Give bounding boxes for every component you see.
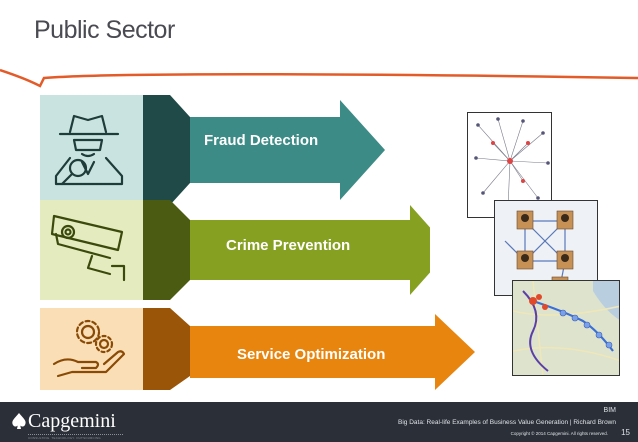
route-map-thumbnail [512, 280, 620, 376]
brand-tagline: CONSULTING. TECHNOLOGY. OUTSOURCING [28, 436, 101, 440]
fraud-detection-row [40, 95, 385, 205]
slide-footer: Capgemini CONSULTING. TECHNOLOGY. OUTSOU… [0, 402, 638, 442]
capgemini-spade-logo-icon [12, 413, 26, 429]
security-camera-icon [50, 214, 126, 282]
presentation-subtitle: Big Data: Real-life Examples of Business… [398, 419, 616, 426]
page-number: 15 [621, 428, 630, 437]
business-unit: BIM [603, 407, 616, 414]
page-title: Public Sector [34, 16, 175, 44]
service-optimization-label: Service Optimization [237, 346, 386, 363]
crime-prevention-row [40, 200, 430, 300]
route-map-icon [513, 281, 619, 375]
crime-prevention-label: Crime Prevention [226, 237, 351, 254]
spy-magnifier-icon [54, 114, 124, 186]
brand-tagline-rule [28, 434, 123, 436]
brand-logo-text: Capgemini [28, 410, 116, 432]
fraud-detection-label: Fraud Detection [204, 132, 319, 149]
title-underline-wave [0, 68, 638, 88]
copyright-notice: Copyright © 2014 Capgemini. All rights r… [510, 431, 608, 436]
hand-gears-icon [52, 319, 126, 378]
network-graph-icon [474, 117, 550, 210]
